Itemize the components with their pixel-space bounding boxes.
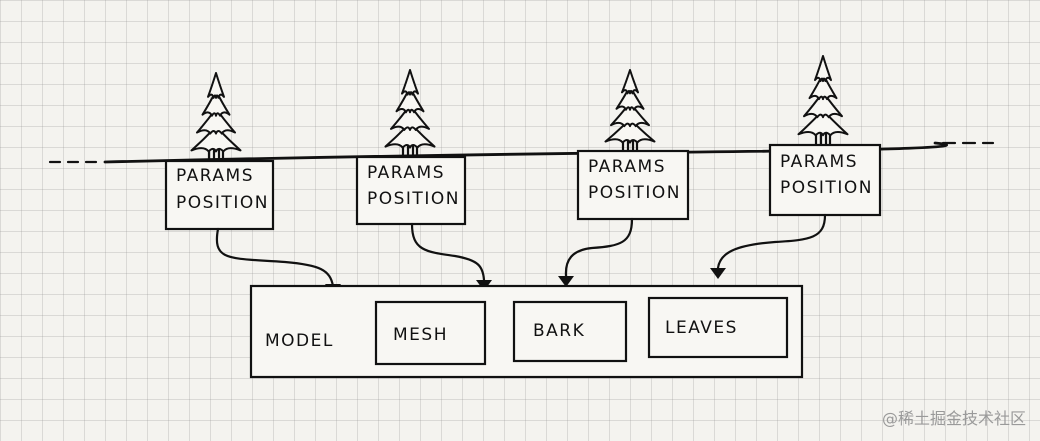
instance-2-params-label: PARAMS	[367, 163, 445, 183]
arrowhead-3	[558, 276, 574, 287]
instance-box-3: PARAMS POSITION	[576, 149, 690, 221]
watermark: @稀土掘金技术社区	[881, 409, 1026, 428]
instance-2-position-label: POSITION	[367, 189, 460, 209]
instance-4-position-label: POSITION	[780, 178, 873, 198]
instance-1-position-label: POSITION	[176, 193, 269, 213]
model-label: MODEL	[265, 331, 334, 351]
instance-4-params-label: PARAMS	[780, 152, 858, 172]
mesh-label: MESH	[393, 325, 448, 345]
instance-3-params-label: PARAMS	[588, 157, 666, 177]
instance-box-4: PARAMS POSITION	[768, 143, 882, 217]
pine-tree-3	[604, 69, 656, 152]
instance-box-2: PARAMS POSITION	[355, 155, 467, 226]
pine-tree-1	[190, 72, 242, 162]
instance-3-position-label: POSITION	[588, 183, 681, 203]
bark-box	[512, 300, 628, 363]
arrowhead-4	[710, 268, 726, 279]
pine-tree-2	[384, 69, 436, 158]
connector-arrow-1	[215, 227, 335, 288]
model-box: MODEL MESH BARK LEAVES	[249, 284, 804, 379]
pine-tree-4	[797, 55, 849, 146]
connector-arrow-4	[716, 213, 827, 270]
connector-arrow-2	[410, 222, 486, 282]
bark-label: BARK	[533, 321, 585, 341]
connector-arrow-3	[564, 217, 634, 278]
mesh-box	[374, 300, 487, 366]
instance-box-1: PARAMS POSITION	[164, 159, 275, 231]
leaves-label: LEAVES	[665, 318, 738, 338]
instance-1-params-label: PARAMS	[176, 166, 254, 186]
leaves-box	[647, 296, 789, 359]
